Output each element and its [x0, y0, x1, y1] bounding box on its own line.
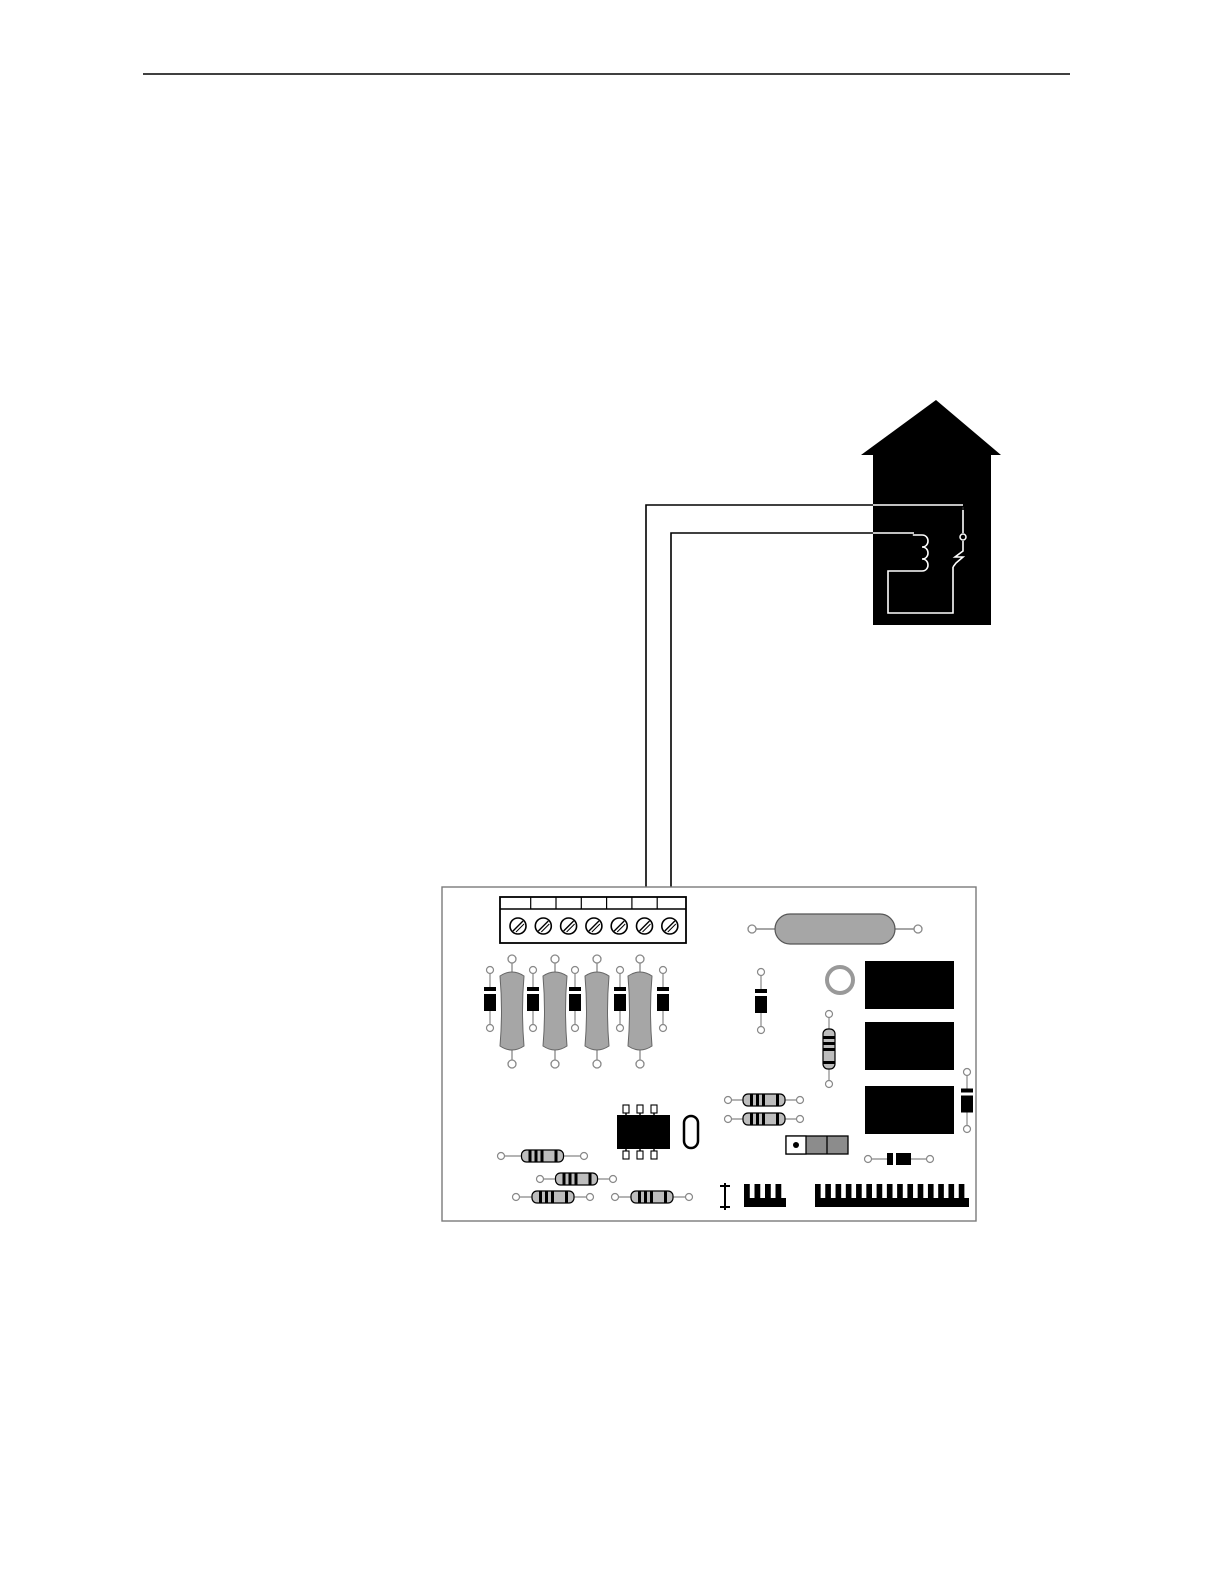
relay: [865, 1022, 954, 1070]
round-capacitor: [827, 967, 853, 993]
remote-panel-house: [861, 400, 1001, 625]
terminal-screw: [510, 918, 526, 934]
seven-position-terminal-block: [500, 897, 686, 943]
crystal-oscillator: [684, 1116, 698, 1148]
controller-circuit-board: [442, 887, 976, 1221]
relay: [865, 1086, 954, 1134]
house-body: [861, 400, 1001, 625]
relay: [865, 961, 954, 1009]
regulator-pads: [786, 1136, 848, 1154]
